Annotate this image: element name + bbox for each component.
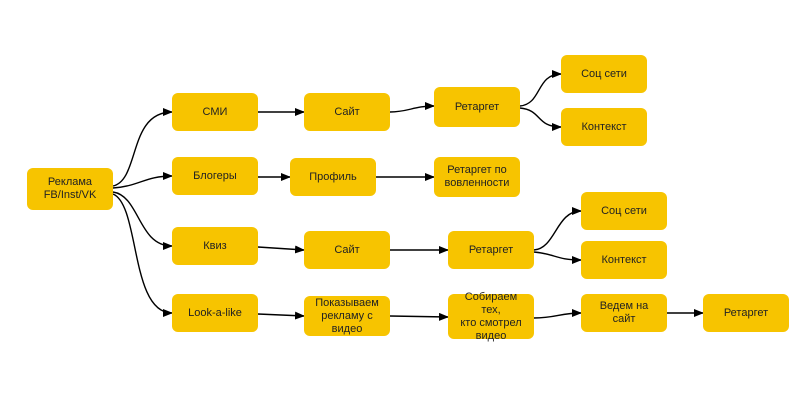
node-lead-to-site: Ведем на сайт (581, 294, 667, 332)
node-smi-site: Сайт (304, 93, 390, 131)
edge-video-collect (389, 312, 449, 321)
edge-root-lookalike (112, 193, 173, 317)
node-root: Реклама FB/Inst/VK (27, 168, 113, 210)
node-bloggers: Блогеры (172, 157, 258, 195)
node-quiz-retarget: Ретаргет (448, 231, 534, 269)
edge-quizretarget-context (533, 251, 582, 264)
edge-root-bloggers (112, 172, 173, 189)
node-quiz: Квиз (172, 227, 258, 265)
node-retarget-engagement: Ретаргет по вовленности (434, 157, 520, 197)
edge-quizretarget-social (533, 207, 582, 251)
node-profile: Профиль (290, 158, 376, 196)
node-smi: СМИ (172, 93, 258, 131)
edge-quiz-site (257, 245, 305, 254)
node-collect-viewers: Собираем тех, кто смотрел видео (448, 291, 534, 342)
edge-retarget-social (519, 70, 562, 107)
node-lookalike: Look-a-like (172, 294, 258, 332)
edge-root-quiz (112, 191, 173, 250)
node-quiz-social: Соц сети (581, 192, 667, 230)
edge-lookalike-video (257, 311, 305, 320)
edge-retarget-context (519, 107, 562, 131)
node-smi-context: Контекст (561, 108, 647, 146)
node-quiz-site: Сайт (304, 231, 390, 269)
edge-site-retarget (389, 102, 435, 113)
node-smi-social: Соц сети (561, 55, 647, 93)
edge-root-smi (112, 108, 173, 187)
node-quiz-context: Контекст (581, 241, 667, 279)
node-final-retarget: Ретаргет (703, 294, 789, 332)
node-smi-retarget: Ретаргет (434, 87, 520, 127)
edge-collect-lead (533, 309, 582, 319)
node-show-video: Показываем рекламу с видео (304, 296, 390, 336)
